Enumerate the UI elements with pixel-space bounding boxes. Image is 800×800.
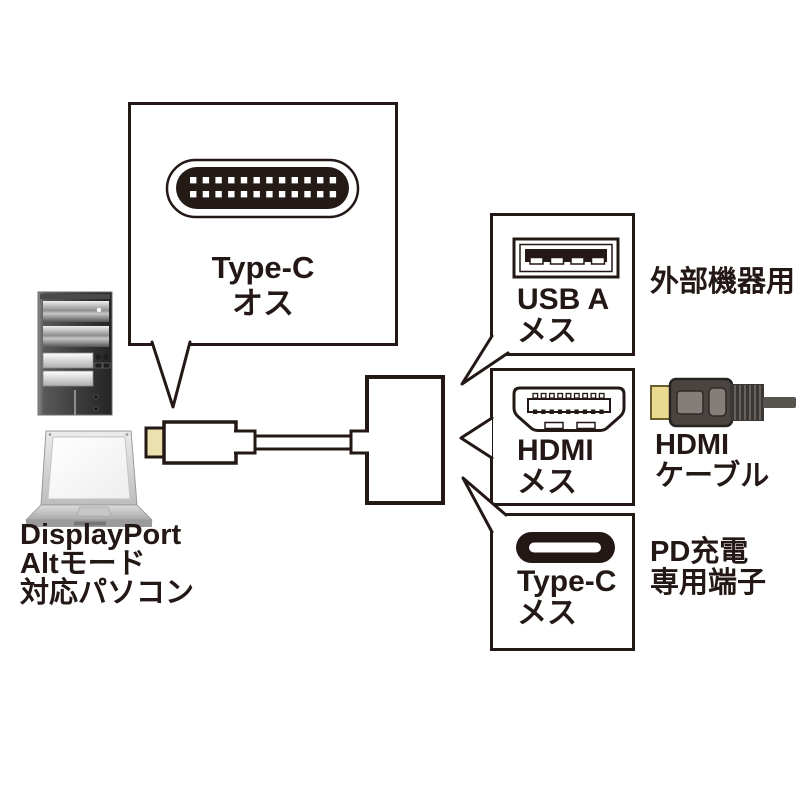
port-gender: オス — [232, 286, 294, 321]
callout-box-type-c-male — [128, 102, 398, 409]
callout-box-type-c-female — [461, 476, 635, 651]
port-gender: メス — [517, 597, 577, 630]
usb-c-cable-plug-icon — [144, 420, 369, 465]
usb-a-female-port-icon — [512, 237, 620, 279]
hdmi-cable-line — [763, 397, 796, 408]
callout-pointer — [460, 334, 510, 386]
label-type-c-female: Type-C メス — [517, 566, 616, 630]
callout-pointer — [459, 416, 494, 460]
adapter-body-icon — [365, 375, 445, 505]
laptop-icon — [25, 430, 153, 527]
usb-c-female-port-icon — [516, 532, 615, 563]
hdmi-plug-ribs — [731, 384, 764, 421]
callout-pointer — [150, 340, 192, 409]
port-name: Type-C — [517, 565, 617, 598]
adapter-strain-relief — [349, 429, 369, 455]
label-type-c-male: Type-C オス — [129, 250, 397, 322]
port-name: HDMI — [517, 434, 594, 467]
plug-strain-relief — [234, 429, 257, 455]
cable-line — [251, 434, 355, 451]
annotation-hdmi-cable: HDMI ケーブル — [655, 429, 770, 492]
hdmi-cable-plug-icon — [650, 377, 796, 428]
desktop-tower-icon — [37, 291, 113, 416]
plug-tip — [144, 426, 167, 459]
callout-box-hdmi — [459, 368, 635, 506]
annotation-external-device: 外部機器用 — [650, 266, 796, 298]
callout-box-usb-a — [460, 213, 635, 386]
label-usb-a: USB A メス — [517, 284, 609, 348]
port-gender: メス — [517, 466, 577, 499]
port-name: Type-C — [211, 250, 315, 285]
hdmi-female-port-icon — [512, 386, 626, 432]
label-source-pc: DisplayPort Altモード 対応パソコン — [20, 519, 195, 609]
plug-body — [162, 420, 238, 465]
port-gender: メス — [517, 315, 577, 348]
annotation-pd-charging: PD充電 専用端子 — [650, 536, 767, 599]
callout-pointer — [461, 476, 508, 534]
port-name: USB A — [517, 283, 610, 316]
label-hdmi: HDMI メス — [517, 435, 594, 499]
usb-c-male-plug-face-icon — [165, 158, 360, 219]
